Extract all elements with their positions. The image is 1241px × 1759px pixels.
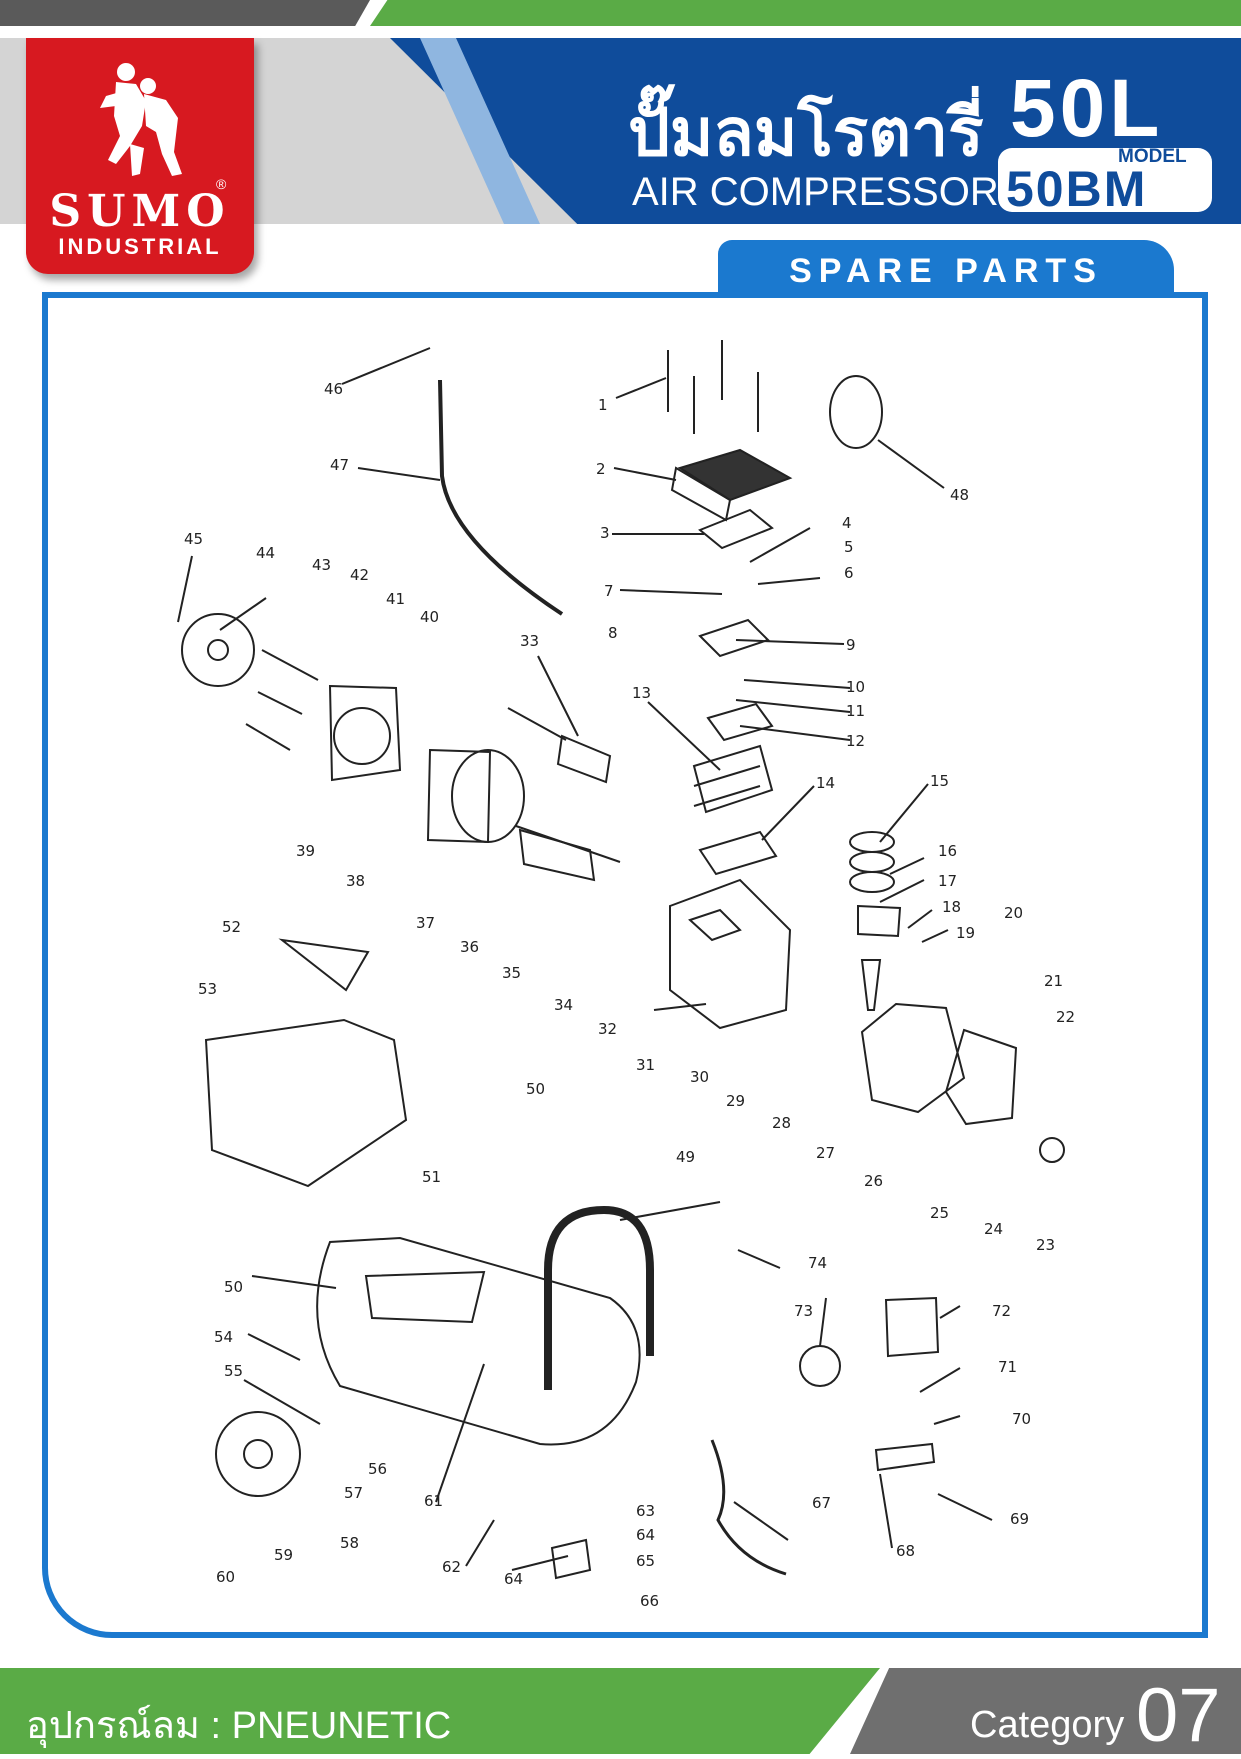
model-code: 50BM xyxy=(1006,161,1148,217)
part-label: 74 xyxy=(808,1254,827,1272)
part-label: 13 xyxy=(632,684,651,702)
part-label: 42 xyxy=(350,566,369,584)
part-label: 20 xyxy=(1004,904,1023,922)
part-label: 28 xyxy=(772,1114,791,1132)
top-green-stripe xyxy=(370,0,1241,26)
part-label: 60 xyxy=(216,1568,235,1586)
footer-green-band xyxy=(0,1668,880,1754)
part-label: 49 xyxy=(676,1148,695,1166)
part-label: 19 xyxy=(956,924,975,942)
part-label: 53 xyxy=(198,980,217,998)
part-label: 6 xyxy=(844,564,854,582)
part-label: 7 xyxy=(604,582,614,600)
brand-logo: ® SUMO INDUSTRIAL xyxy=(26,38,254,274)
section-tab-label: SPARE PARTS xyxy=(789,252,1103,290)
part-label: 39 xyxy=(296,842,315,860)
part-label: 26 xyxy=(864,1172,883,1190)
part-label: 68 xyxy=(896,1542,915,1560)
part-label: 59 xyxy=(274,1546,293,1564)
part-label: 5 xyxy=(844,538,854,556)
part-label: 41 xyxy=(386,590,405,608)
part-label: 37 xyxy=(416,914,435,932)
part-label: 46 xyxy=(324,380,343,398)
part-label: 50 xyxy=(526,1080,545,1098)
part-label: 69 xyxy=(1010,1510,1029,1528)
part-label: 43 xyxy=(312,556,331,574)
footer-gray-band xyxy=(850,1668,1241,1754)
part-label: 33 xyxy=(520,632,539,650)
model-label: MODEL xyxy=(1118,146,1187,167)
part-label: 62 xyxy=(442,1558,461,1576)
part-label: 47 xyxy=(330,456,349,474)
footer-category-text: อุปกรณ์ลม : PNEUNETIC xyxy=(26,1705,452,1747)
footer-category-label: Category xyxy=(970,1704,1125,1746)
part-label: 14 xyxy=(816,774,835,792)
part-label: 24 xyxy=(984,1220,1003,1238)
part-label: 48 xyxy=(950,486,969,504)
part-label: 64 xyxy=(636,1526,655,1544)
part-label: 57 xyxy=(344,1484,363,1502)
part-label: 58 xyxy=(340,1534,359,1552)
part-label: 12 xyxy=(846,732,865,750)
part-label: 21 xyxy=(1044,972,1063,990)
part-label: 3 xyxy=(600,524,610,542)
part-label: 52 xyxy=(222,918,241,936)
title-english: AIR COMPRESSOR xyxy=(632,170,999,214)
part-label: 29 xyxy=(726,1092,745,1110)
part-label: 10 xyxy=(846,678,865,696)
part-label: 51 xyxy=(422,1168,441,1186)
section-tab: SPARE PARTS xyxy=(718,240,1174,300)
part-label: 54 xyxy=(214,1328,233,1346)
part-label: 65 xyxy=(636,1552,655,1570)
part-label: 23 xyxy=(1036,1236,1055,1254)
part-label: 71 xyxy=(998,1358,1017,1376)
part-label: 50 xyxy=(224,1278,243,1296)
registered-mark: ® xyxy=(216,176,227,192)
part-label: 70 xyxy=(1012,1410,1031,1428)
part-label: 4 xyxy=(842,514,852,532)
model-box xyxy=(998,148,1212,212)
footer-category-number: 07 xyxy=(1136,1673,1221,1758)
part-label: 18 xyxy=(942,898,961,916)
top-dark-stripe xyxy=(0,0,370,26)
part-label: 35 xyxy=(502,964,521,982)
part-label: 67 xyxy=(812,1494,831,1512)
part-label: 61 xyxy=(424,1492,443,1510)
part-label: 16 xyxy=(938,842,957,860)
sumo-wrestler-icon xyxy=(100,63,182,176)
part-label: 64 xyxy=(504,1570,523,1588)
part-label: 15 xyxy=(930,772,949,790)
part-label: 66 xyxy=(640,1592,659,1610)
diagram-frame xyxy=(42,292,1208,1638)
part-label: 2 xyxy=(596,460,606,478)
part-label: 11 xyxy=(846,702,865,720)
part-label: 72 xyxy=(992,1302,1011,1320)
part-label: 27 xyxy=(816,1144,835,1162)
brand-name: SUMO xyxy=(49,186,231,237)
part-label: 44 xyxy=(256,544,275,562)
exploded-parts-diagram: 1 2 3 4 5 6 7 8 9 10 11 12 13 14 15 16 1… xyxy=(177,340,1075,1610)
part-label: 73 xyxy=(794,1302,813,1320)
part-label: 25 xyxy=(930,1204,949,1222)
part-label: 56 xyxy=(368,1460,387,1478)
part-label: 31 xyxy=(636,1056,655,1074)
capacity-label: 50L xyxy=(1010,63,1164,154)
part-label: 9 xyxy=(846,636,856,654)
part-label: 45 xyxy=(184,530,203,548)
part-label: 38 xyxy=(346,872,365,890)
part-label: 40 xyxy=(420,608,439,626)
part-label: 55 xyxy=(224,1362,243,1380)
part-label: 17 xyxy=(938,872,957,890)
title-thai: ปั๊มลมโรตารี่ xyxy=(628,95,984,169)
part-label: 22 xyxy=(1056,1008,1075,1026)
part-label: 30 xyxy=(690,1068,709,1086)
part-label: 1 xyxy=(598,396,608,414)
part-label: 36 xyxy=(460,938,479,956)
part-label: 34 xyxy=(554,996,573,1014)
brand-subtitle: INDUSTRIAL xyxy=(58,234,222,259)
part-label: 32 xyxy=(598,1020,617,1038)
part-label: 63 xyxy=(636,1502,655,1520)
part-label: 8 xyxy=(608,624,618,642)
